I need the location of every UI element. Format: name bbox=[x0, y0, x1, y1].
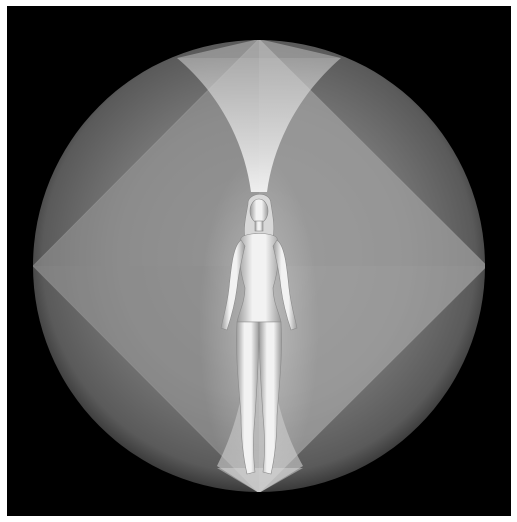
illustration bbox=[7, 6, 511, 516]
neck bbox=[255, 221, 263, 231]
image-canvas bbox=[7, 6, 511, 516]
head bbox=[250, 199, 268, 223]
